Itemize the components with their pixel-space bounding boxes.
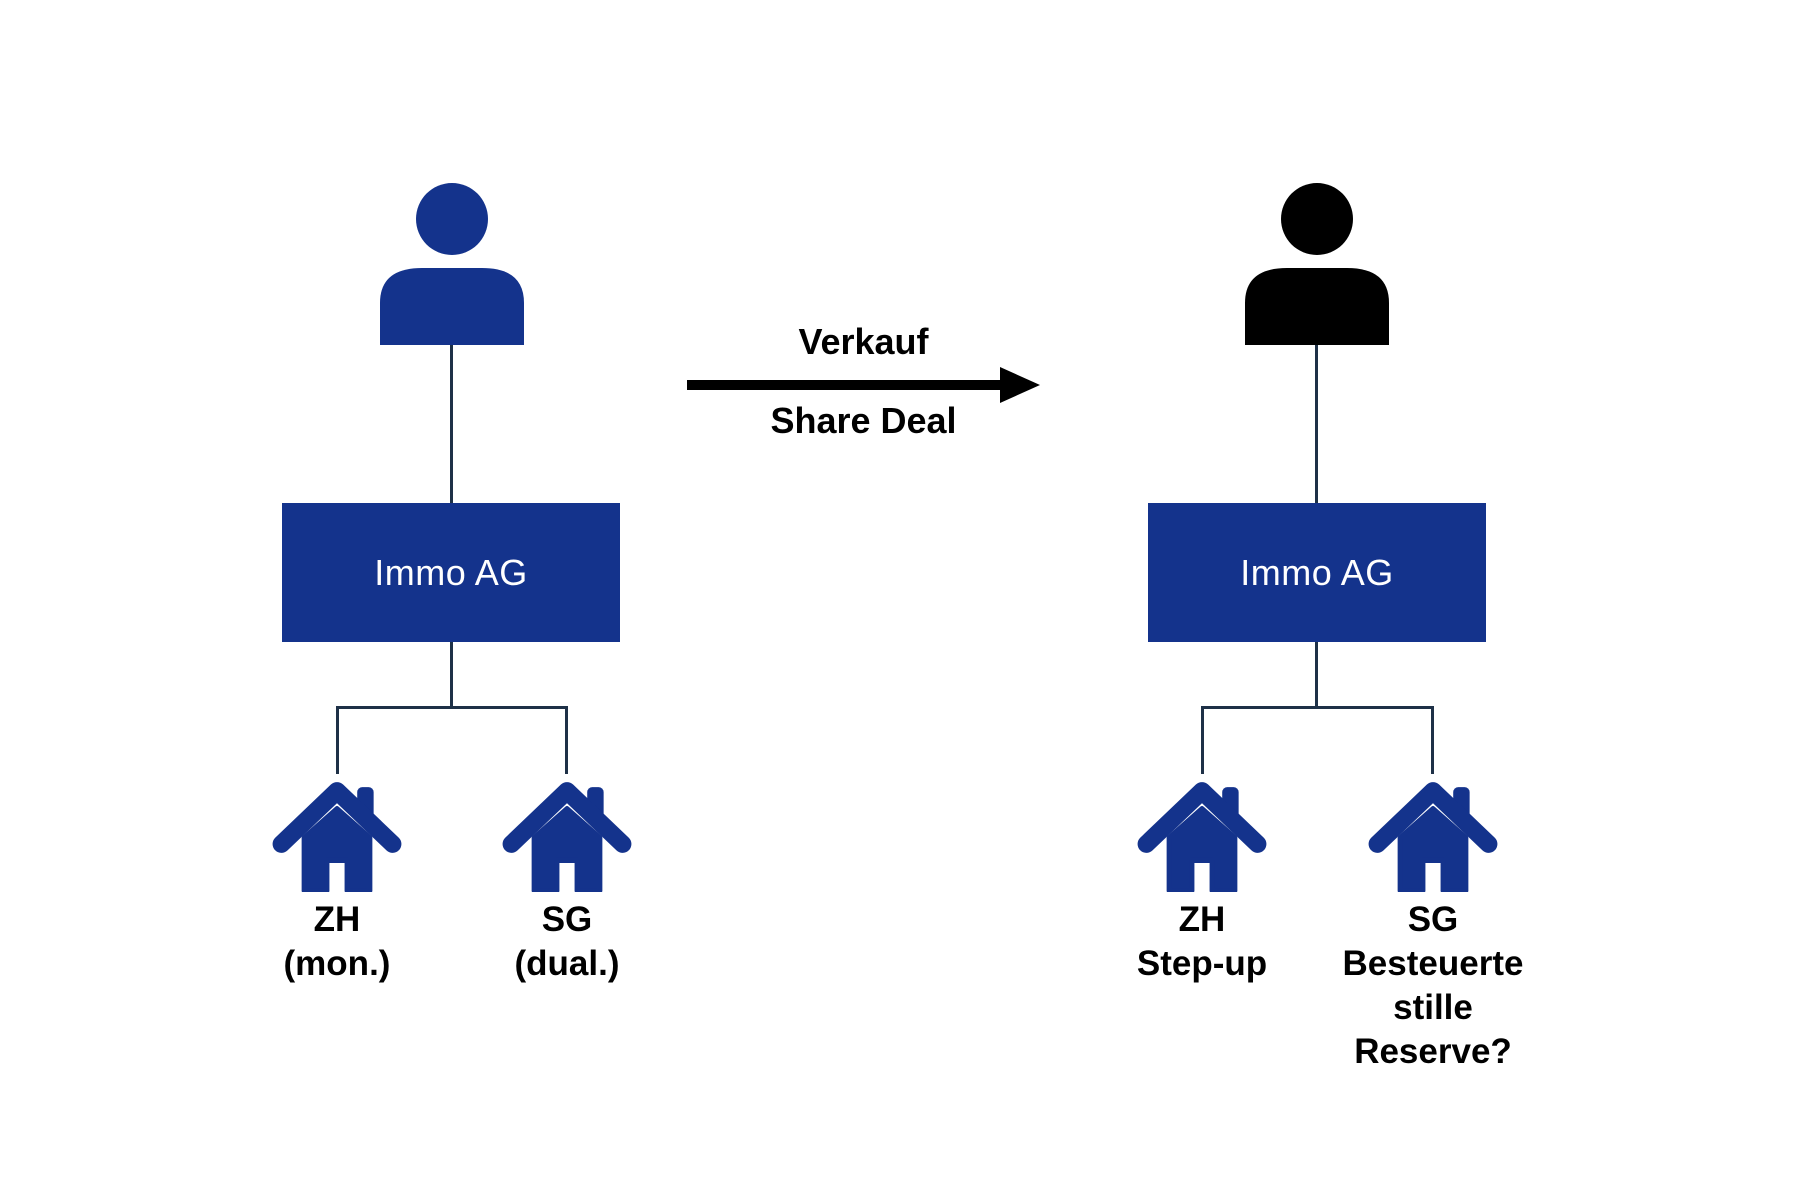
connector-line xyxy=(336,706,339,774)
property-label: ZH Step-up xyxy=(1052,898,1352,986)
verkauf-label: Verkauf xyxy=(798,321,929,362)
house-icon xyxy=(272,772,402,892)
share-deal-arrow-icon xyxy=(687,367,1040,403)
property-label: SG Besteuerte stille Reserve? xyxy=(1283,898,1583,1074)
house-icon xyxy=(1368,772,1498,892)
connector-line xyxy=(1201,706,1204,774)
property-label-line: Step-up xyxy=(1136,944,1268,983)
immo-ag-box: Immo AG xyxy=(282,503,620,642)
house-icon xyxy=(502,772,632,892)
immo-ag-box: Immo AG xyxy=(1148,503,1486,642)
connector-line xyxy=(450,345,453,505)
property-label-line: SG xyxy=(541,900,593,939)
property-label: SG (dual.) xyxy=(417,898,717,986)
seller-person-icon xyxy=(377,183,527,345)
connector-line xyxy=(1431,706,1434,774)
connector-line xyxy=(1201,706,1434,709)
connector-line xyxy=(336,706,568,709)
house-icon xyxy=(1137,772,1267,892)
connector-line xyxy=(450,642,453,708)
property-label-line: SG xyxy=(1407,900,1459,939)
immo-ag-label: Immo AG xyxy=(374,551,528,593)
connector-line xyxy=(1315,345,1318,505)
property-label-line: ZH xyxy=(1178,900,1226,939)
buyer-person-icon xyxy=(1242,183,1392,345)
property-label-line: (mon.) xyxy=(283,944,391,983)
property-label-line: Reserve? xyxy=(1354,1032,1512,1071)
property-label-line: ZH xyxy=(313,900,361,939)
immo-ag-label: Immo AG xyxy=(1240,551,1394,593)
property-label-line: (dual.) xyxy=(514,944,620,983)
property-label-line: stille xyxy=(1393,988,1473,1027)
property-label-line: Besteuerte xyxy=(1342,944,1524,983)
share-deal-label: Share Deal xyxy=(770,400,957,441)
property-label: ZH (mon.) xyxy=(187,898,487,986)
connector-line xyxy=(1315,642,1318,708)
connector-line xyxy=(565,706,568,774)
